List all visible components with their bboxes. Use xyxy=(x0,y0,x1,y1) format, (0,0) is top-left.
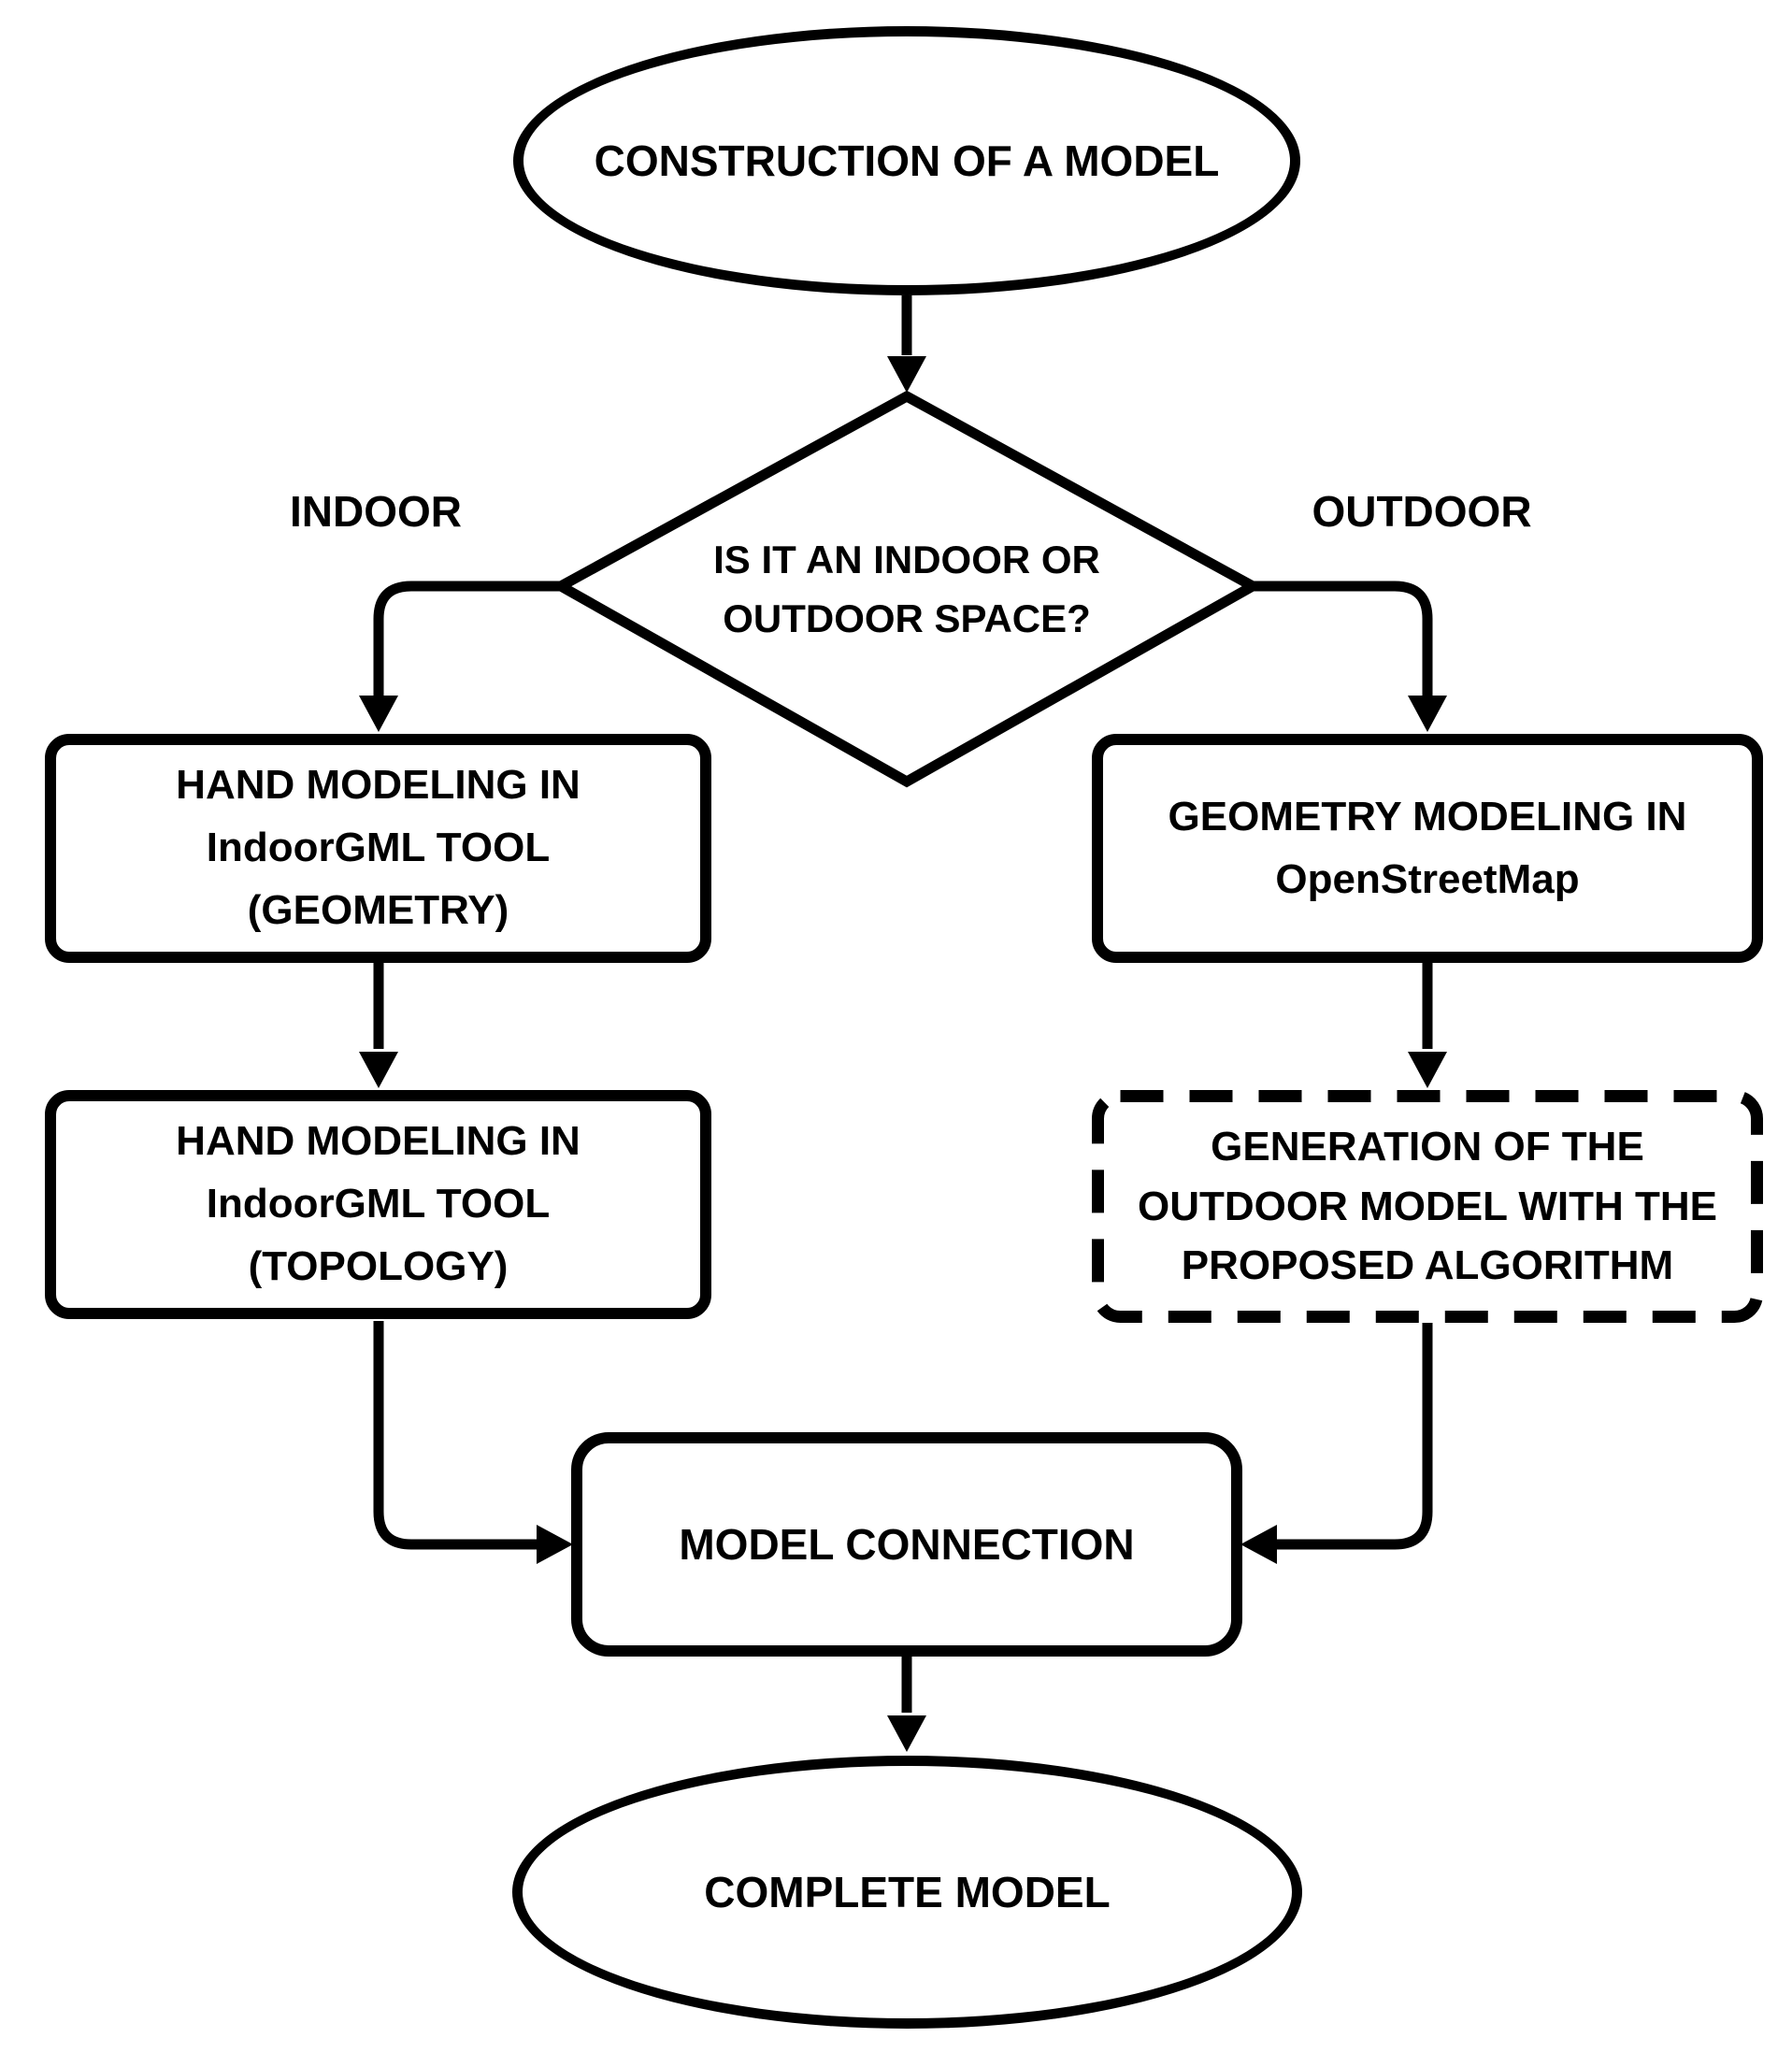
connector-decision-to-osm xyxy=(1253,581,1433,696)
branch-label-outdoor: OUTDOOR xyxy=(1312,487,1532,536)
decision-diamond-shape xyxy=(550,390,1264,788)
arrowhead-geometry-to-topology xyxy=(359,1052,398,1088)
decision-diamond-label: IS IT AN INDOOR OR OUTDOOR SPACE? xyxy=(713,538,1100,640)
connector-decision-to-geometry xyxy=(373,581,561,696)
arrowhead-osm-to-generation xyxy=(1408,1052,1447,1088)
process-box-geometry-modeling-osm: GEOMETRY MODELING IN OpenStreetMap xyxy=(1092,734,1763,963)
connector-topology-to-merge xyxy=(373,1321,537,1550)
arrowhead-decision-to-osm xyxy=(1408,696,1447,732)
arrowhead-merge-to-end xyxy=(887,1715,926,1752)
arrowhead-decision-to-geometry xyxy=(359,696,398,732)
branch-label-indoor: INDOOR xyxy=(290,487,462,536)
start-terminator: CONSTRUCTION OF A MODEL xyxy=(513,26,1300,295)
process-box-hand-modeling-topology: HAND MODELING IN IndoorGML TOOL (TOPOLOG… xyxy=(45,1090,711,1319)
connector-generation-to-merge xyxy=(1277,1323,1433,1550)
process-box-model-connection: MODEL CONNECTION xyxy=(571,1432,1242,1657)
generation-dashed-box-shape xyxy=(1092,1090,1763,1323)
process-box-generation-label: GENERATION OF THE OUTDOOR MODEL WITH THE… xyxy=(1137,1123,1718,1289)
arrowhead-topology-to-merge xyxy=(537,1525,573,1564)
end-terminator: COMPLETE MODEL xyxy=(512,1756,1302,2029)
arrowhead-generation-to-merge xyxy=(1240,1525,1277,1564)
process-box-hand-modeling-geometry: HAND MODELING IN IndoorGML TOOL (GEOMETR… xyxy=(45,734,711,963)
arrowhead-start-to-decision xyxy=(887,356,926,393)
